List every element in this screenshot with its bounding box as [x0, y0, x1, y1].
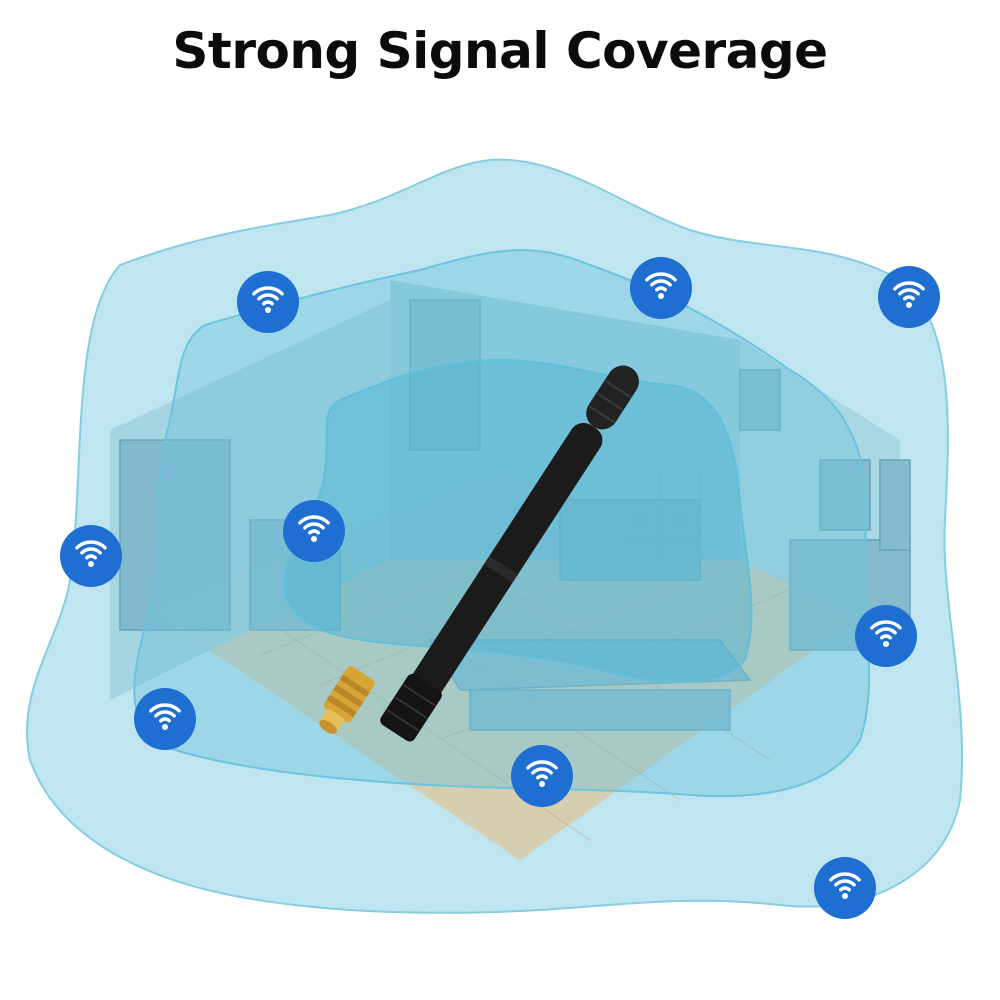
wifi-icon: [814, 857, 876, 919]
wifi-badges: [60, 257, 940, 919]
wifi-icon: [878, 266, 940, 328]
kitchen-furniture: [119, 299, 911, 731]
antenna-icon: [319, 365, 639, 742]
coverage-zone-middle: [133, 249, 871, 798]
wifi-icon: [630, 257, 692, 319]
wifi-icon: [60, 525, 122, 587]
wifi-icon: [237, 271, 299, 333]
wifi-icon: [134, 688, 196, 750]
sma-connector-icon: [319, 666, 375, 734]
wifi-icon: [511, 745, 573, 807]
wifi-icon: [855, 605, 917, 667]
page-title: Strong Signal Coverage: [172, 22, 828, 80]
wall-grid: [620, 470, 740, 560]
wifi-icon: [283, 500, 345, 562]
